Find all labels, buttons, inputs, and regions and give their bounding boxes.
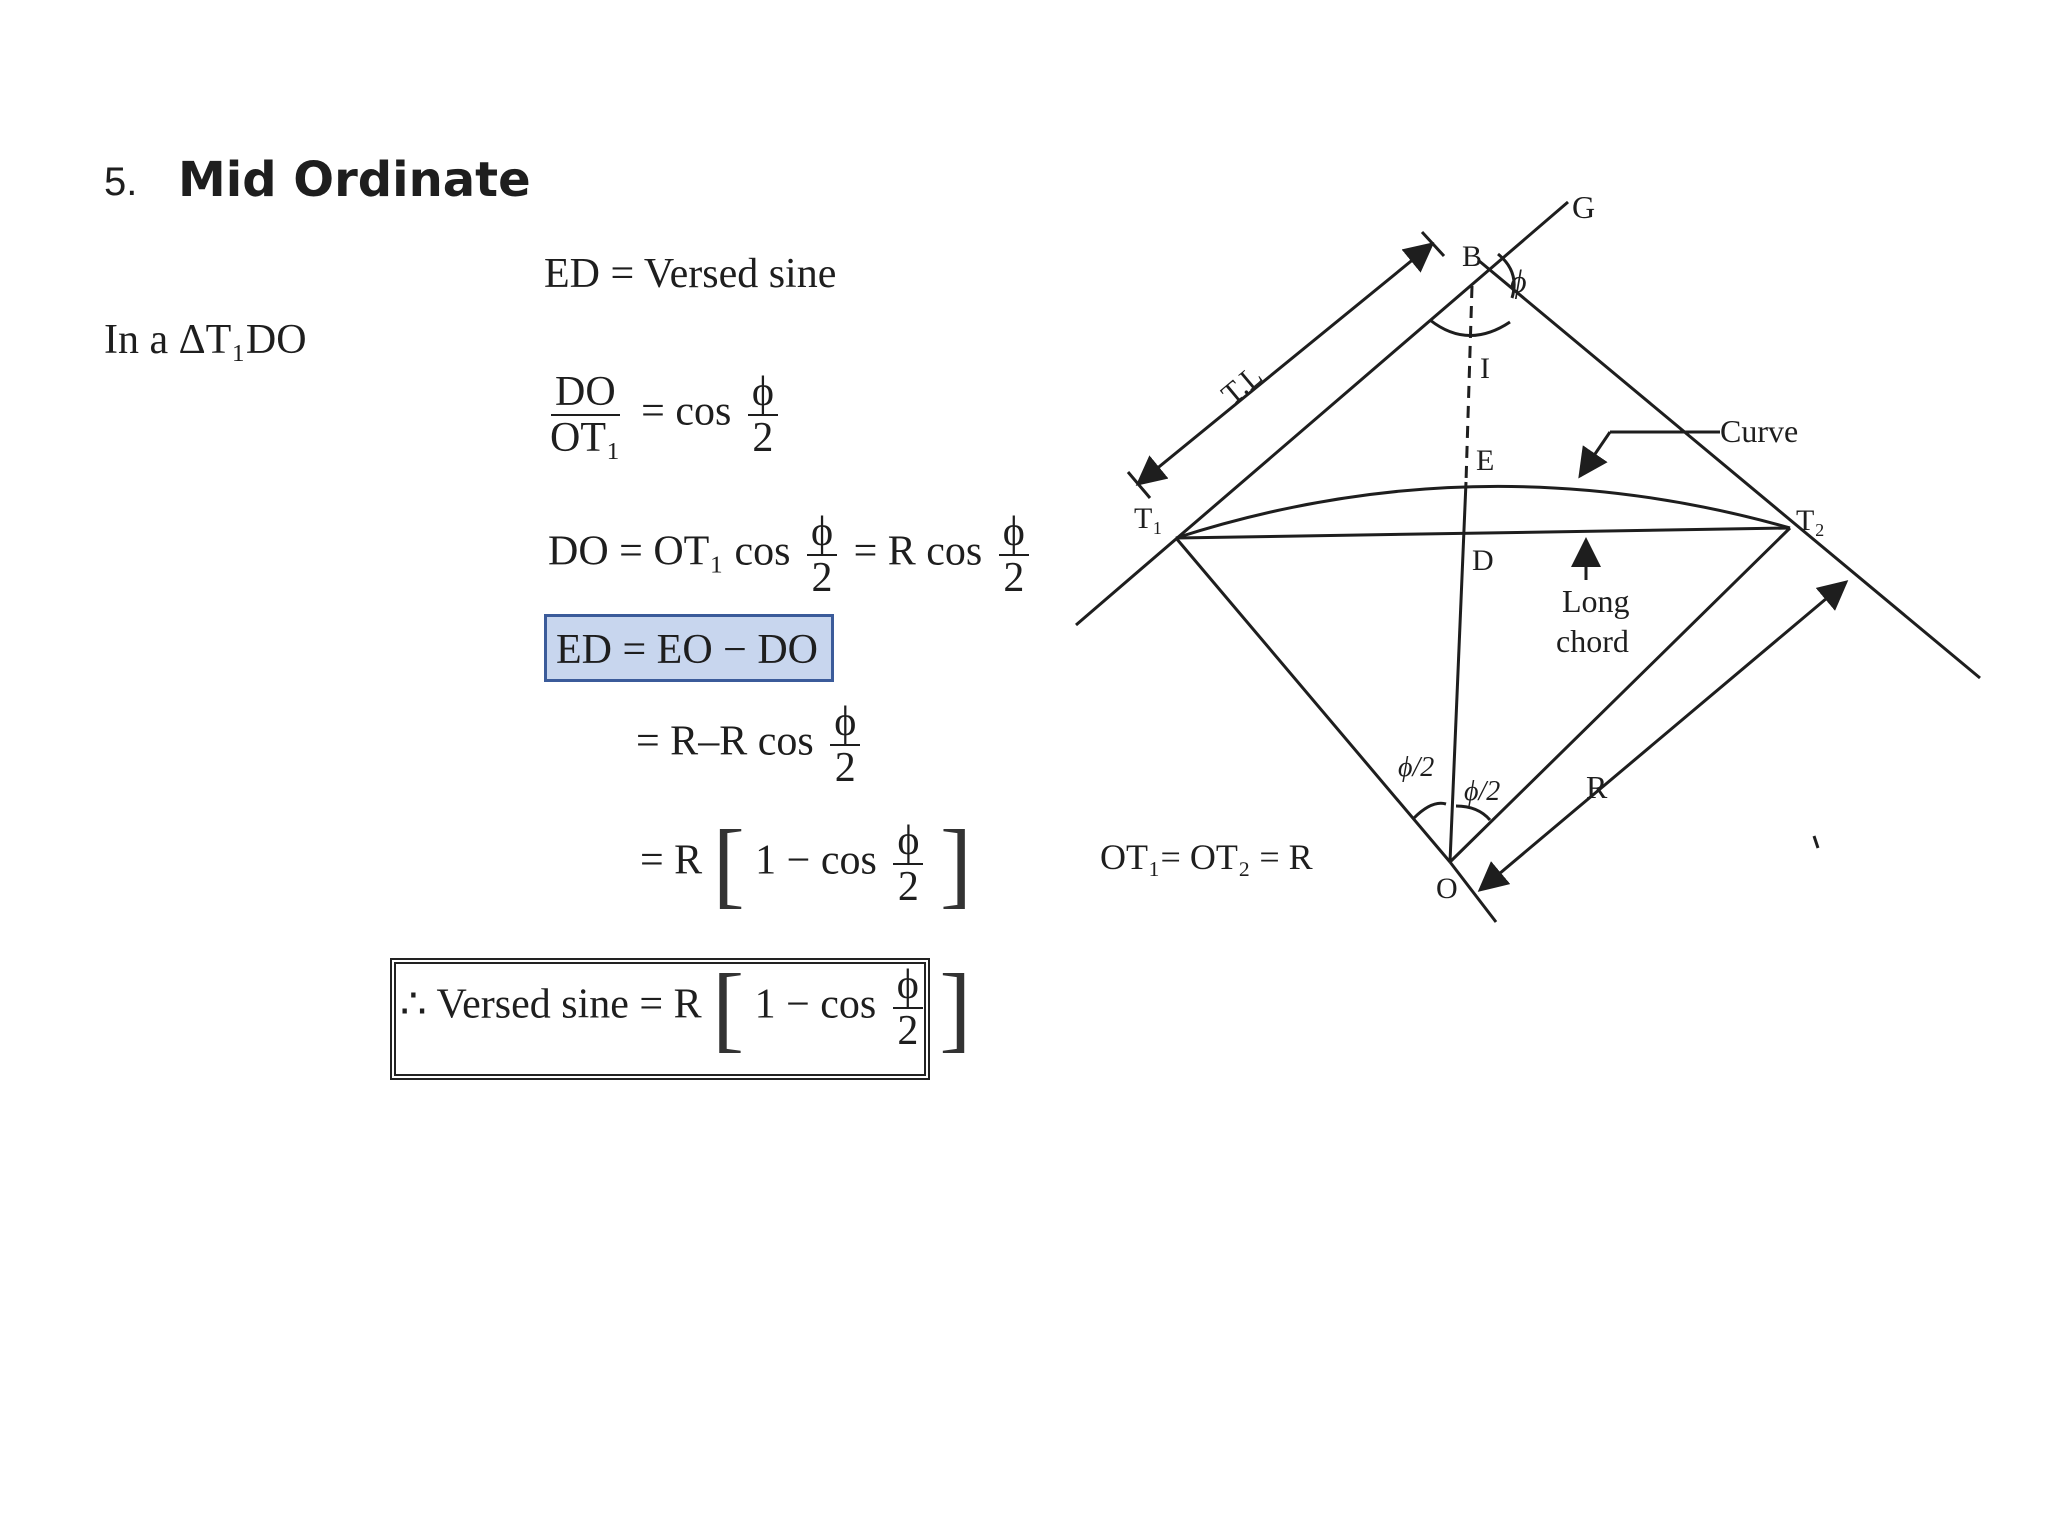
- label-tl: T.L: [1215, 359, 1268, 411]
- phi-symbol: ϕ: [998, 510, 1029, 557]
- equation-ot-equal: OT₁= OT₂ = R: [1100, 837, 1313, 877]
- cos-text: = cos: [641, 388, 732, 435]
- label-o: O: [1436, 872, 1458, 905]
- fraction-phi-2: ϕ 2: [806, 510, 838, 602]
- phi-symbol: ϕ: [893, 819, 924, 865]
- one-minus-cos: 1 − cos: [754, 981, 877, 1028]
- label-r: R: [1586, 769, 1608, 805]
- tangent-line-left: [1075, 200, 1569, 627]
- line-eo: [1448, 481, 1468, 863]
- highlight-box: [544, 614, 834, 682]
- tangent-line-right: [1477, 258, 1981, 680]
- label-phi-half-left: ϕ/2: [1398, 752, 1434, 783]
- right-bracket: ]: [939, 954, 972, 1061]
- dashed-line-bi: [1464, 285, 1474, 483]
- equation-ed-versed: ED = Versed sine: [544, 251, 837, 297]
- r-dimension-line: [1477, 580, 1849, 892]
- radius-ot2: [1448, 526, 1792, 864]
- label-g: G: [1572, 189, 1595, 225]
- left-bracket: [: [712, 810, 745, 917]
- two: 2: [752, 415, 774, 462]
- equation-versed-result: ∴ Versed sine = R [ 1 − cos ϕ 2 ]: [400, 960, 971, 1056]
- section-number: 5.: [104, 160, 138, 204]
- versed-result-text: ∴ Versed sine = R: [400, 981, 702, 1028]
- r-minus-text: = R–R cos: [636, 718, 814, 765]
- angle-arc-b: [1429, 318, 1511, 337]
- two: 2: [1003, 555, 1025, 602]
- long-chord-line: [1175, 526, 1791, 540]
- label-b: B: [1462, 240, 1482, 273]
- two: 2: [811, 555, 833, 602]
- label-d: D: [1472, 544, 1494, 577]
- angle-arc-phi: [1497, 252, 1516, 299]
- label-chord: chord: [1556, 623, 1629, 659]
- radius-ot1: [1174, 537, 1452, 863]
- fraction-phi-2: ϕ 2: [747, 370, 778, 462]
- label-curve: Curve: [1720, 413, 1798, 449]
- two: 2: [897, 864, 919, 910]
- two: 2: [897, 1008, 919, 1054]
- left-bracket: [: [712, 954, 745, 1061]
- fraction-numerator: DO: [550, 370, 620, 417]
- triangle-label: In a ΔT₁DO: [104, 317, 307, 363]
- phi-symbol: ϕ: [892, 963, 923, 1009]
- one-minus-cos: 1 − cos: [755, 837, 877, 884]
- phi-symbol: ϕ: [747, 370, 778, 417]
- fraction-denominator: OT₁: [550, 415, 621, 462]
- equation-ed-eo-do: ED = EO − DO: [556, 627, 819, 673]
- equation-ratio: DO OT₁ = cos ϕ 2: [540, 370, 784, 460]
- label-i: I: [1480, 352, 1490, 385]
- stray-tick: [1812, 835, 1820, 849]
- eq-r-text: = R: [640, 837, 703, 884]
- phi-symbol: ϕ: [830, 700, 861, 747]
- tl-dimension-line: [1135, 242, 1435, 486]
- tl-tick-end: [1420, 230, 1446, 258]
- tl-tick-start: [1126, 471, 1152, 499]
- label-phi-half-right: ϕ/2: [1464, 776, 1500, 807]
- label-t2: T₂: [1796, 504, 1825, 537]
- fraction-phi-2: ϕ 2: [892, 963, 923, 1054]
- circular-curve: [1175, 484, 1791, 540]
- r-cos-text: = R cos: [853, 528, 983, 575]
- angle-arc-right: [1455, 804, 1492, 822]
- equation-r-bracket: = R [ 1 − cos ϕ 2 ]: [640, 816, 972, 912]
- fraction-do-ot1: DO OT₁: [546, 370, 625, 460]
- right-bracket: ]: [939, 810, 972, 917]
- phi-symbol: ϕ: [806, 510, 838, 557]
- fraction-phi-2: ϕ 2: [893, 819, 924, 910]
- curve-pointer: [1578, 431, 1612, 479]
- equation-do: DO = OT₁ cos ϕ 2 = R cos ϕ 2: [548, 510, 1035, 600]
- page-title: Mid Ordinate: [178, 152, 531, 208]
- fraction-phi-2: ϕ 2: [998, 510, 1029, 602]
- angle-arc-left: [1412, 801, 1447, 820]
- radius-extension: [1448, 861, 1498, 923]
- label-t1: T₁: [1134, 502, 1163, 535]
- label-long: Long: [1562, 583, 1630, 619]
- do-lhs: DO = OT₁ cos: [548, 528, 791, 575]
- label-phi: ϕ: [1510, 263, 1527, 299]
- label-e: E: [1476, 444, 1494, 477]
- two: 2: [834, 745, 856, 792]
- equation-r-minus-rcos: = R–R cos ϕ 2: [636, 700, 866, 790]
- result-box: [390, 958, 930, 1080]
- fraction-phi-2: ϕ 2: [830, 700, 861, 792]
